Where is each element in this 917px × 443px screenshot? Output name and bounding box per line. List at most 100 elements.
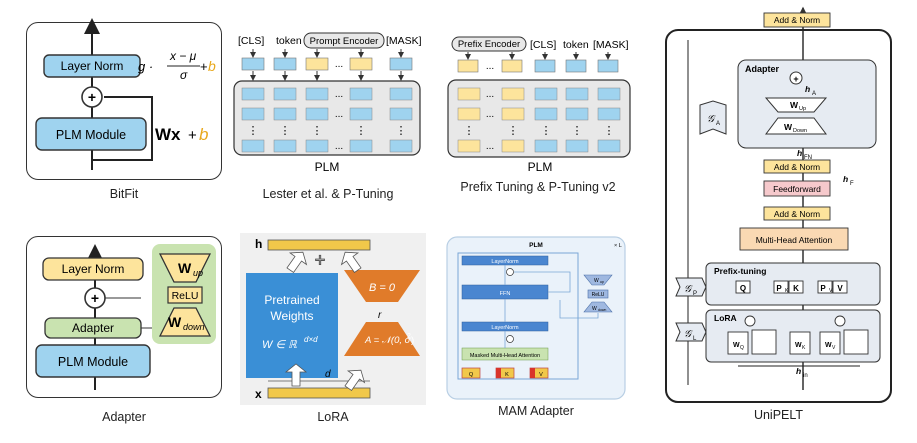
unipelt-k: K xyxy=(793,284,799,293)
adapter-plm-label: PLM Module xyxy=(58,355,128,369)
unipelt-addnorm-top: Add & Norm xyxy=(774,15,820,25)
prefix-plm-label: PLM xyxy=(528,160,553,174)
grid-token xyxy=(597,139,621,153)
bitfit-add-node xyxy=(81,86,103,108)
unipelt-v: V xyxy=(837,284,843,293)
grid-token xyxy=(565,87,589,101)
grid-token xyxy=(305,139,329,153)
adapter-wdown-sub: down xyxy=(183,322,205,332)
mam-wdown: W xyxy=(592,306,597,312)
unipelt-wk: W xyxy=(795,342,802,349)
lester-grid: .........⋮⋮⋮⋮⋮ xyxy=(241,87,413,153)
adapter-wdown: W xyxy=(168,314,182,330)
grid-token xyxy=(501,107,525,121)
unipelt-feedforward: Feedforward xyxy=(773,184,821,194)
bitfit-formula-plus2: + xyxy=(188,127,197,144)
mam-plm: PLM xyxy=(529,242,543,249)
unipelt-prefix-title: Prefix-tuning xyxy=(714,266,766,276)
grid-token xyxy=(389,87,413,101)
unipelt-wv: W xyxy=(825,342,832,349)
grid-token xyxy=(273,107,297,121)
grid-token xyxy=(534,87,558,101)
prefix-mask: [MASK] xyxy=(593,39,629,51)
lester-prompt-encoder-box xyxy=(303,32,385,49)
unipelt-caption: UniPELT xyxy=(753,408,804,422)
adapter-wdown-shape xyxy=(158,307,212,337)
grid-token xyxy=(501,87,525,101)
mam-wup: W xyxy=(594,278,599,284)
lester-prompt-encoder: Prompt Encoder xyxy=(310,36,379,47)
unipelt-mha: Multi-Head Attention xyxy=(756,235,833,245)
unipelt-addnorm-mid: Add & Norm xyxy=(774,162,820,172)
unipelt-hin-sub: in xyxy=(803,373,808,379)
grid-vdots: ⋮ xyxy=(248,125,259,137)
grid-vdots: ⋮ xyxy=(541,125,552,137)
lora-r: r xyxy=(378,310,382,321)
lora-a-close: ) xyxy=(411,335,414,346)
lora-caption: LoRA xyxy=(317,410,349,424)
mam-times-l: × L xyxy=(614,243,622,249)
grid-dots: ... xyxy=(335,141,343,152)
grid-token xyxy=(501,139,525,153)
grid-token xyxy=(534,107,558,121)
grid-token xyxy=(565,107,589,121)
grid-vdots: ⋮ xyxy=(396,125,407,137)
grid-vdots: ⋮ xyxy=(464,125,475,137)
mam-relu: ReLU xyxy=(592,292,605,298)
grid-token xyxy=(305,87,329,101)
unipelt-wq: W xyxy=(733,342,740,349)
unipelt-addnorm-low: Add & Norm xyxy=(774,209,820,219)
unipelt-lora-title: LoRA xyxy=(714,313,737,323)
mam-q: Q xyxy=(469,372,474,378)
lora-diagram: h Pretrained Weights W ∈ ℝ d×d B = 0 r A… xyxy=(240,233,426,405)
adapter-box-label: Adapter xyxy=(72,321,114,335)
adapter-wup: W xyxy=(178,260,192,276)
unipelt-ha: h xyxy=(805,84,810,94)
lora-wdim-sup: d×d xyxy=(304,335,318,344)
lora-pretrained-box xyxy=(246,273,338,378)
lora-d: d xyxy=(325,369,331,380)
bitfit-formula-num: x − μ xyxy=(169,49,197,63)
adapter-wup-shape xyxy=(158,253,212,283)
grid-token xyxy=(349,87,373,101)
mam-v: V xyxy=(539,372,543,378)
unipelt-hf-sub: F xyxy=(850,181,854,187)
unipelt-pv-sub: V xyxy=(829,288,833,294)
mam-ffn: FFN xyxy=(500,291,511,297)
lester-input-dots: ... xyxy=(335,59,343,70)
adapter-layernorm-label: Layer Norm xyxy=(62,262,125,276)
grid-token xyxy=(597,87,621,101)
adapter-relu: ReLU xyxy=(172,290,199,302)
lester-mask: [MASK] xyxy=(386,35,422,47)
mam-mha: Masked Multi-Head Attention xyxy=(470,353,540,359)
grid-token xyxy=(389,139,413,153)
unipelt-adapter-title: Adapter xyxy=(745,64,780,74)
unipelt-hfn: h xyxy=(797,148,802,158)
bitfit-layernorm-label: Layer Norm xyxy=(61,59,124,73)
grid-vdots: ⋮ xyxy=(508,125,519,137)
grid-token xyxy=(349,107,373,121)
lester-plm-label: PLM xyxy=(315,160,340,174)
lora-h: h xyxy=(255,237,262,251)
svg-text:+: + xyxy=(793,74,798,84)
unipelt-pk: P xyxy=(776,284,782,293)
unipelt-gl: 𝒢 xyxy=(684,329,693,340)
bitfit-plm-label: PLM Module xyxy=(56,128,126,142)
grid-vdots: ⋮ xyxy=(356,125,367,137)
mam-diagram: PLM × L LayerNorm FFN LayerNorm Masked M… xyxy=(446,236,626,400)
grid-token xyxy=(241,139,265,153)
grid-token xyxy=(241,107,265,121)
prefix-encoder-box xyxy=(451,36,527,52)
lora-b: B = 0 xyxy=(369,282,396,294)
unipelt-gl-sub: L xyxy=(693,336,697,342)
grid-token xyxy=(273,139,297,153)
bitfit-add-symbol: + xyxy=(88,89,96,105)
lester-caption: Lester et al. & P-Tuning xyxy=(262,187,394,201)
bitfit-formula-g: g · xyxy=(138,59,153,74)
adapter-panel xyxy=(26,236,222,398)
mam-wup-sub: up xyxy=(600,280,604,284)
lora-plus: + xyxy=(315,250,326,270)
grid-token xyxy=(597,107,621,121)
prefix-cls: [CLS] xyxy=(530,39,556,51)
